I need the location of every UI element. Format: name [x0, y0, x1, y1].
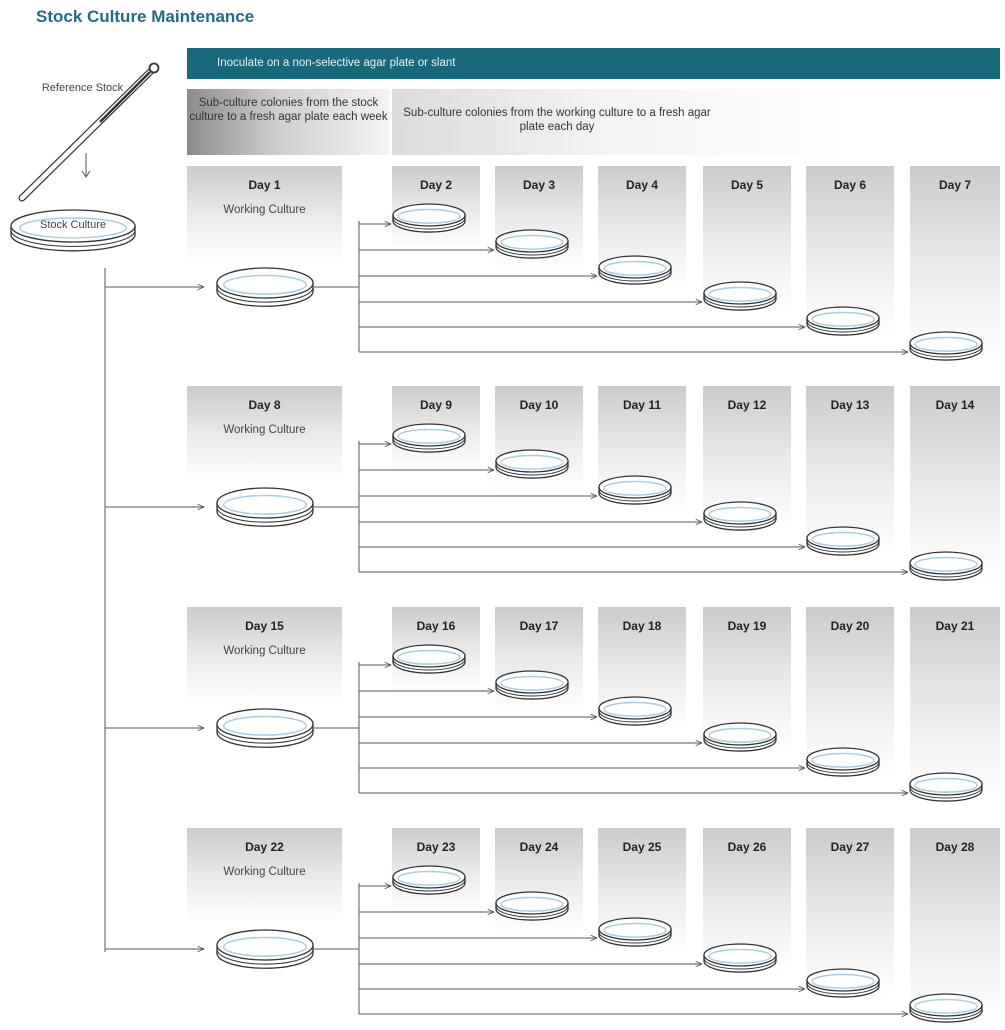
day-label: Day 4: [625, 178, 659, 192]
day-column: Day 8 Working Culture: [187, 386, 342, 481]
connectors: [104, 221, 908, 1014]
day-label: Day 5: [730, 178, 764, 192]
day-label: Day 18: [622, 619, 662, 633]
daily-subculture-text: Sub-culture colonies from the working cu…: [403, 107, 711, 133]
down-arrow-icon: [81, 153, 91, 178]
day-label: Day 15: [245, 619, 284, 633]
working-culture-dish: [216, 487, 314, 527]
day-label: Day 19: [727, 619, 767, 633]
day-column: Day 14: [910, 386, 1000, 580]
day-dish: [495, 670, 569, 700]
day-label: Day 1: [248, 178, 281, 192]
day-label: Day 20: [830, 619, 870, 633]
day-label: Day 13: [830, 398, 870, 412]
working-culture-dish: [216, 708, 314, 748]
day-label: Day 24: [519, 840, 559, 854]
working-culture-dish: [216, 267, 314, 307]
stock-culture-label: Stock Culture: [39, 219, 107, 231]
day-dish: [909, 551, 983, 581]
day-dish: [598, 696, 672, 726]
day-dish: [392, 203, 466, 233]
weekly-subculture-box: Sub-culture colonies from the stock cult…: [187, 89, 390, 155]
reference-stock-label: Reference Stock: [41, 82, 124, 94]
day-label: Day 21: [935, 619, 975, 633]
day-dish: [392, 644, 466, 674]
day-dish: [703, 943, 777, 973]
petri-dishes: [10, 203, 983, 1023]
day-dish: [495, 449, 569, 479]
day-label: Day 17: [519, 619, 559, 633]
daily-subculture-box: Sub-culture colonies from the working cu…: [392, 89, 1000, 155]
working-culture-label: Working Culture: [223, 204, 306, 216]
day-label: Day 22: [245, 840, 284, 854]
day-label: Day 6: [833, 178, 867, 192]
day-dish: [392, 865, 466, 895]
day-label: Day 10: [519, 398, 559, 412]
day-label: Day 2: [419, 178, 453, 192]
working-culture-label: Working Culture: [223, 424, 306, 436]
day-column: Day 22 Working Culture: [187, 828, 342, 923]
reference-stock-loop-icon: [18, 62, 160, 202]
day-label: Day 8: [248, 398, 281, 412]
day-label: Day 28: [935, 840, 975, 854]
day-label: Day 12: [727, 398, 767, 412]
day-dish: [703, 281, 777, 311]
day-column: Day 15 Working Culture: [187, 607, 342, 702]
page-title: Stock Culture Maintenance: [36, 7, 255, 26]
day-dish: [909, 772, 983, 802]
day-dish: [495, 229, 569, 259]
stock-culture-dish: [10, 209, 136, 252]
day-dish: [806, 747, 880, 777]
day-dish: [598, 255, 672, 285]
working-culture-label: Working Culture: [223, 645, 306, 657]
day-column: Day 28: [910, 828, 1000, 1022]
day-label: Day 23: [416, 840, 456, 854]
day-column: Day 7: [910, 166, 1000, 360]
day-dish: [909, 331, 983, 361]
day-label: Day 9: [419, 398, 453, 412]
day-dish: [495, 891, 569, 921]
day-dish: [806, 306, 880, 336]
weekly-subculture-text: Sub-culture colonies from the stock cult…: [189, 97, 388, 123]
day-dish: [703, 501, 777, 531]
working-culture-dish: [216, 929, 314, 969]
day-dish: [598, 917, 672, 947]
day-column: Day 1 Working Culture: [187, 166, 342, 261]
day-column: Day 21: [910, 607, 1000, 801]
day-dish: [598, 475, 672, 505]
day-label: Day 26: [727, 840, 767, 854]
day-dish: [703, 722, 777, 752]
day-label: Day 14: [935, 398, 975, 412]
day-dish: [392, 423, 466, 453]
day-label: Day 16: [416, 619, 456, 633]
working-culture-label: Working Culture: [223, 866, 306, 878]
banner-text: Inoculate on a non-selective agar plate …: [217, 57, 456, 69]
day-dish: [806, 526, 880, 556]
day-label: Day 7: [938, 178, 972, 192]
day-label: Day 3: [522, 178, 556, 192]
day-label: Day 25: [622, 840, 662, 854]
day-dish: [909, 993, 983, 1023]
inoculate-banner: Inoculate on a non-selective agar plate …: [187, 48, 1000, 79]
day-dish: [806, 968, 880, 998]
day-label: Day 27: [830, 840, 870, 854]
day-label: Day 11: [622, 398, 662, 412]
